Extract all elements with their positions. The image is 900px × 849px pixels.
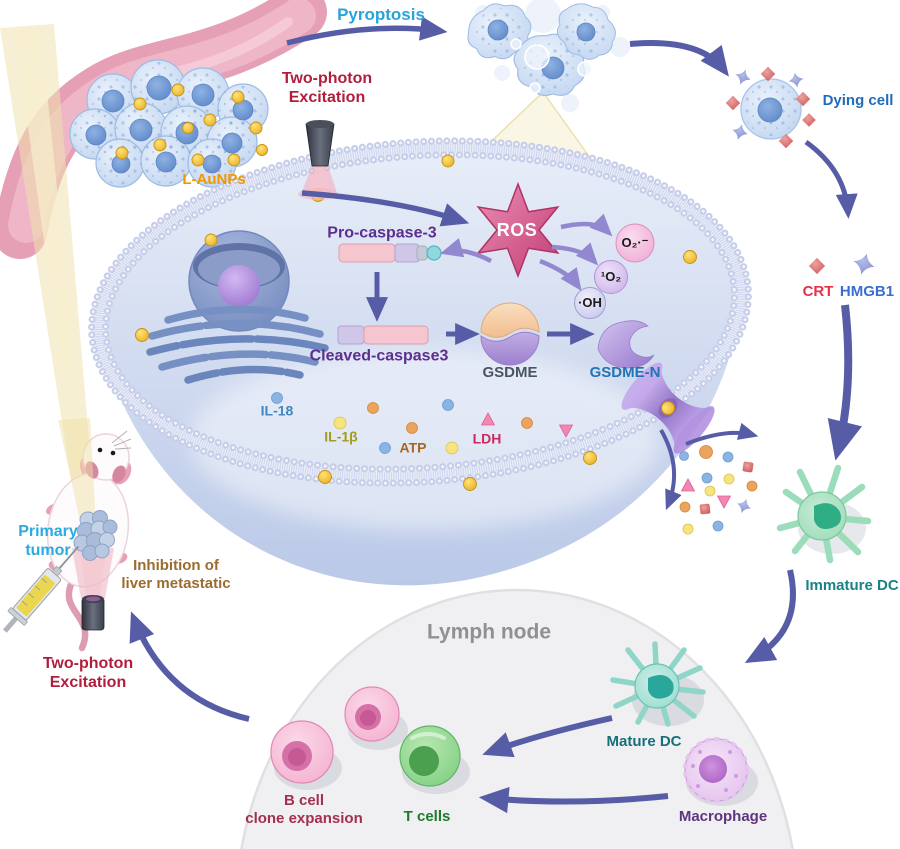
arrow-laser-to-ros (301, 190, 470, 227)
tumor-cell-cluster (69, 59, 269, 188)
dying-cell (725, 66, 816, 149)
nucleolus (218, 265, 260, 307)
syringe (2, 545, 80, 633)
singlet-oxygen-sphere (594, 260, 628, 294)
mature-dc-nucleus (648, 674, 674, 699)
arrow-pyroptosis (286, 16, 448, 46)
ros-star (476, 181, 560, 279)
mouse-eye (97, 447, 103, 453)
lymph-node (240, 588, 794, 849)
arrow-mature-dc-to-t (482, 715, 613, 758)
membrane-bubbles (510, 38, 593, 94)
arrow-ros-singlet (551, 242, 599, 266)
primary-tumor-mass (73, 510, 118, 561)
arrow-to-immature-dc (827, 304, 862, 461)
arrow-dc-to-lymph-node (744, 569, 796, 664)
atp-dots (367, 402, 533, 434)
arrows (129, 16, 862, 814)
intracellular-molecules (271, 392, 573, 455)
arrow-to-dying-cell (629, 40, 729, 77)
excitation-beam-left-core (14, 25, 92, 527)
mouse-eye (110, 450, 116, 456)
released-molecules (679, 445, 758, 535)
hmgb1-legend-icon (850, 250, 878, 278)
arrow-lymph-to-mouse (129, 611, 250, 722)
b-cells (270, 686, 408, 790)
pro-caspase-bar (338, 243, 442, 263)
cell-membrane (88, 137, 752, 487)
arrow-ros-hydroxyl (539, 258, 582, 292)
syringe-needle (58, 545, 80, 570)
pyroptotic-cells (461, 0, 630, 112)
arrow-pore-release-down (659, 428, 682, 511)
gsdme-n-fragment (597, 320, 655, 369)
superoxide-sphere (615, 223, 655, 263)
endoplasmic-reticulum (146, 305, 329, 384)
macrophage-cell (683, 737, 758, 806)
syringe-plunger (2, 614, 20, 633)
mouse (2, 418, 132, 652)
mouse-whiskers (111, 430, 132, 450)
arrow-ros-superoxide (560, 213, 613, 237)
arrow-pore-release-right (685, 422, 759, 446)
arrow-ros-to-caspase (440, 238, 493, 263)
crt-legend-icon (808, 257, 826, 275)
macrophage-nucleus (699, 755, 727, 783)
arrow-macrophage-to-t (478, 786, 669, 814)
immature-dc-cell (776, 464, 872, 564)
gold-nanoparticle-in-pore (661, 401, 675, 415)
tumor-cell-cross-section (88, 137, 752, 586)
mouse-tail (65, 578, 89, 652)
t-cell-nucleus (409, 746, 439, 776)
arrow-dying-cell-down (804, 139, 858, 219)
gsdme-pore (621, 362, 715, 454)
gsdme-protein (480, 302, 540, 366)
nucleus (188, 230, 290, 332)
mature-dc-cell (610, 641, 706, 727)
caspase-activator-dot (426, 245, 442, 261)
cleaved-caspase-bar (337, 325, 429, 345)
gold-nanoparticles-tumor (115, 83, 268, 167)
syringe-liquid (16, 575, 55, 617)
il1b-dots (333, 416, 459, 455)
two-photon-laser-bottom (81, 595, 105, 631)
immature-dc-nucleus (814, 503, 841, 529)
il18-dots (271, 392, 454, 454)
t-cell (399, 725, 470, 794)
hydroxyl-sphere (574, 287, 606, 319)
